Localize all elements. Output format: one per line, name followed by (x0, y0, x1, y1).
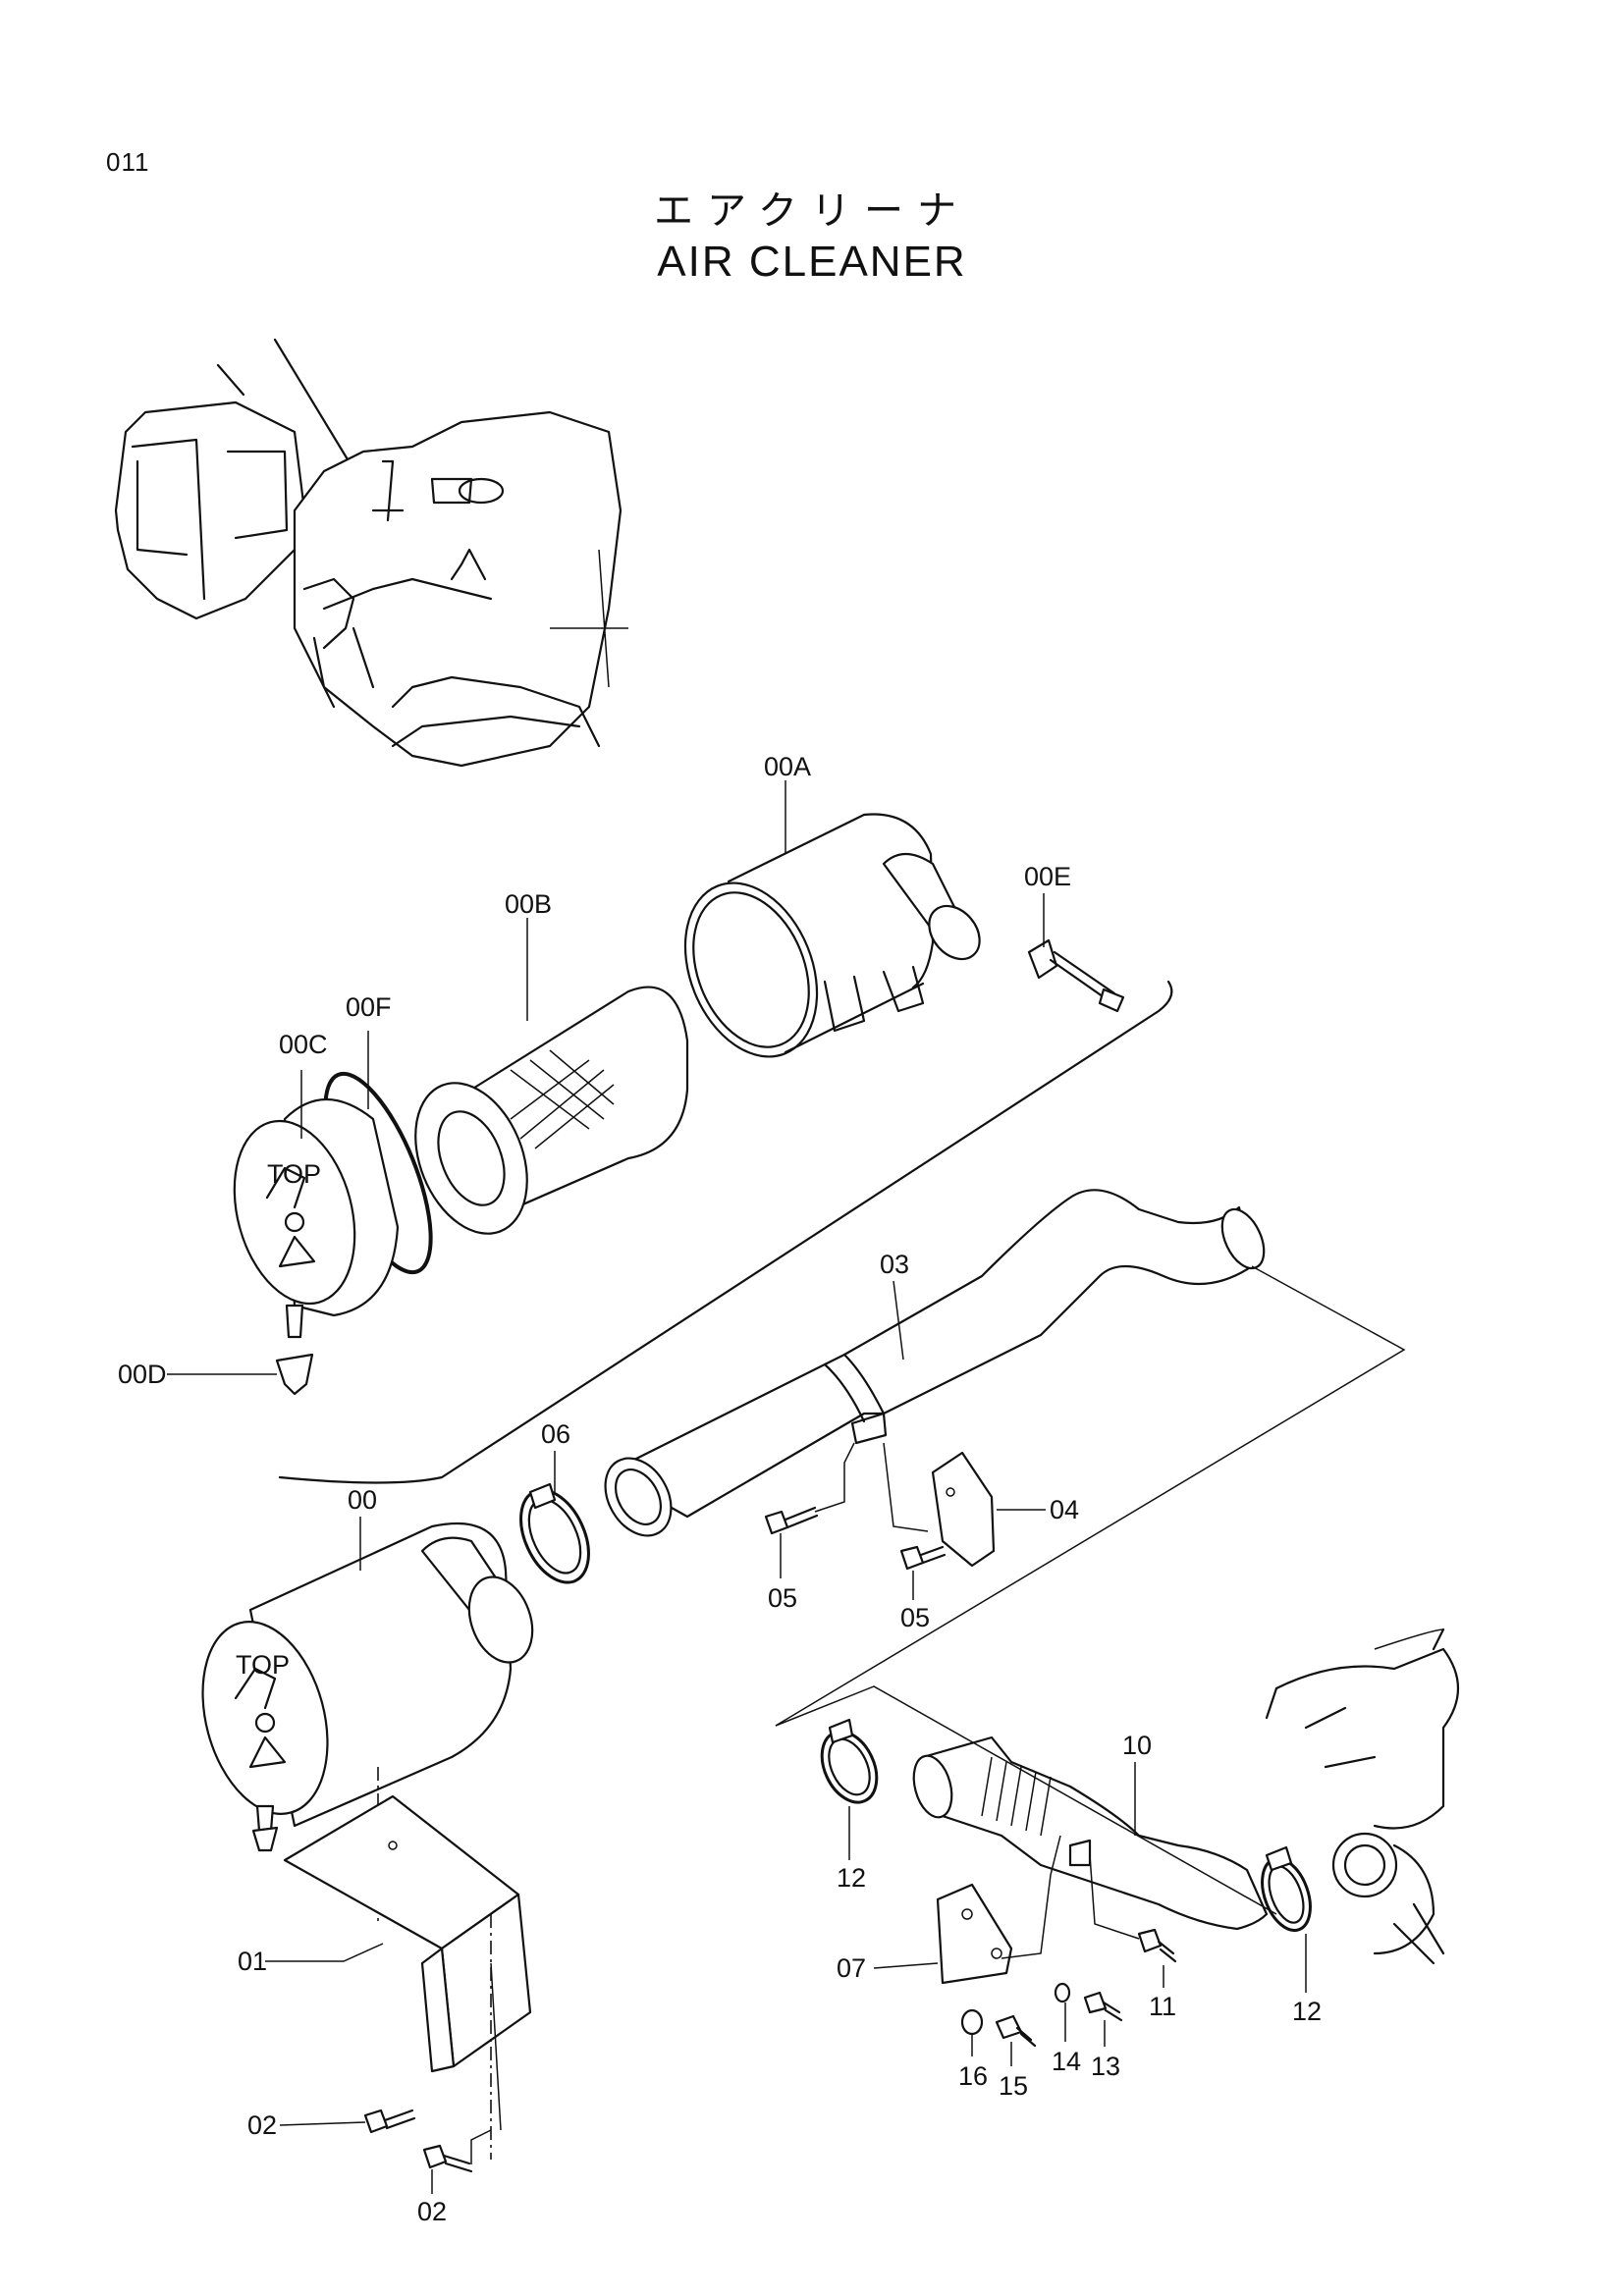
label-00F: 00F (346, 992, 392, 1022)
air-cleaner-exploded: TOP (233, 813, 1173, 1484)
valve-00D (275, 1353, 314, 1396)
label-00A: 00A (764, 752, 811, 781)
bracket-01 (283, 1794, 532, 2164)
label-04: 04 (1050, 1495, 1079, 1524)
label-12-right: 12 (1292, 1997, 1322, 2026)
bolt-11 (1137, 1928, 1177, 1963)
assembly-leader-lower (775, 1685, 1277, 1915)
air-cleaner-assembly-00: TOP (201, 1522, 534, 1924)
label-11: 11 (1149, 1992, 1176, 2021)
hose-10 (912, 1735, 1269, 1931)
leader-lines (167, 780, 1307, 2194)
bolt-05-left (764, 1506, 819, 1535)
bolt-15 (995, 2014, 1037, 2048)
title-english: AIR CLEANER (657, 238, 967, 286)
clamp-12-right (1261, 1845, 1312, 1932)
sensor-00E (1027, 938, 1125, 1013)
bolt-02-left (363, 2109, 416, 2134)
intake-pipe-03 (604, 1189, 1406, 1727)
cover-00C: TOP (233, 1098, 400, 1339)
housing-00A (683, 813, 981, 1058)
bolt-05-right (899, 1545, 947, 1571)
excavator-locator-illustration (114, 338, 628, 768)
bolt-02-right (422, 2144, 473, 2173)
clamp-12-left (820, 1718, 879, 1804)
label-05-left: 05 (768, 1583, 797, 1613)
label-15: 15 (999, 2071, 1028, 2101)
assembly-bracket-line (278, 980, 1173, 1484)
top-mark-lower: TOP (236, 1650, 290, 1680)
bracket-07 (936, 1835, 1140, 1985)
label-14: 14 (1052, 2047, 1081, 2076)
bolt-13 (1083, 1991, 1123, 2022)
label-16: 16 (958, 2061, 988, 2091)
label-00: 00 (348, 1485, 377, 1515)
element-00B (414, 986, 689, 1235)
turbo-engine-sketch (1265, 1628, 1460, 1965)
top-mark-upper: TOP (267, 1159, 321, 1189)
label-00C: 00C (279, 1030, 328, 1059)
label-02-right: 02 (417, 2197, 447, 2226)
label-05-right: 05 (900, 1603, 930, 1632)
label-07: 07 (837, 1953, 866, 1983)
label-00D: 00D (118, 1360, 167, 1389)
title-japanese: エアクリーナ (654, 188, 970, 234)
label-12-left: 12 (837, 1863, 866, 1893)
label-00B: 00B (505, 889, 552, 919)
label-13: 13 (1091, 2052, 1120, 2081)
label-06: 06 (541, 1419, 570, 1449)
washer-14 (1054, 1982, 1071, 2003)
label-10: 10 (1122, 1731, 1152, 1760)
bracket-04 (883, 1442, 996, 1568)
washer-16 (960, 2008, 984, 2036)
label-01: 01 (238, 1947, 267, 1976)
label-03: 03 (880, 1250, 909, 1279)
clamp-06 (519, 1482, 590, 1584)
label-02-left: 02 (247, 2110, 277, 2140)
page-number: 011 (106, 147, 150, 177)
label-00E: 00E (1024, 862, 1071, 891)
part-labels: 00A 00E 00B 00F 00C 00D 03 06 00 04 05 0… (118, 752, 1322, 2226)
